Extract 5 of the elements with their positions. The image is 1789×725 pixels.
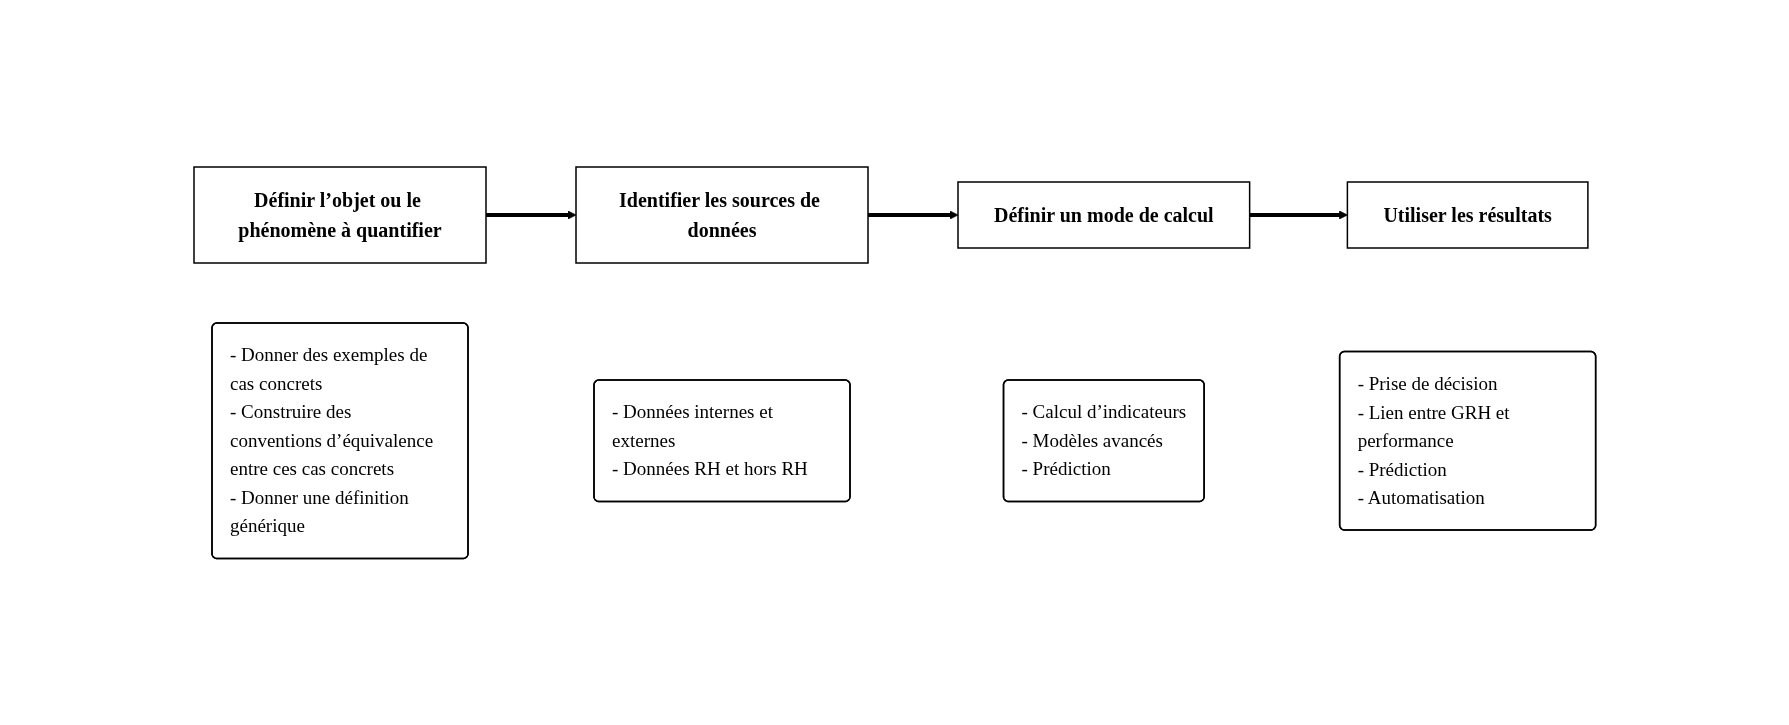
node-box: Définir l’objet ou le phénomène à quantifier bbox=[192, 166, 487, 264]
node-box: Définir un mode de calcul bbox=[956, 181, 1251, 249]
arrow bbox=[1249, 210, 1348, 220]
node-box: Identifier les sources de données bbox=[574, 166, 869, 264]
node-box: Utiliser les résultats bbox=[1346, 181, 1589, 249]
